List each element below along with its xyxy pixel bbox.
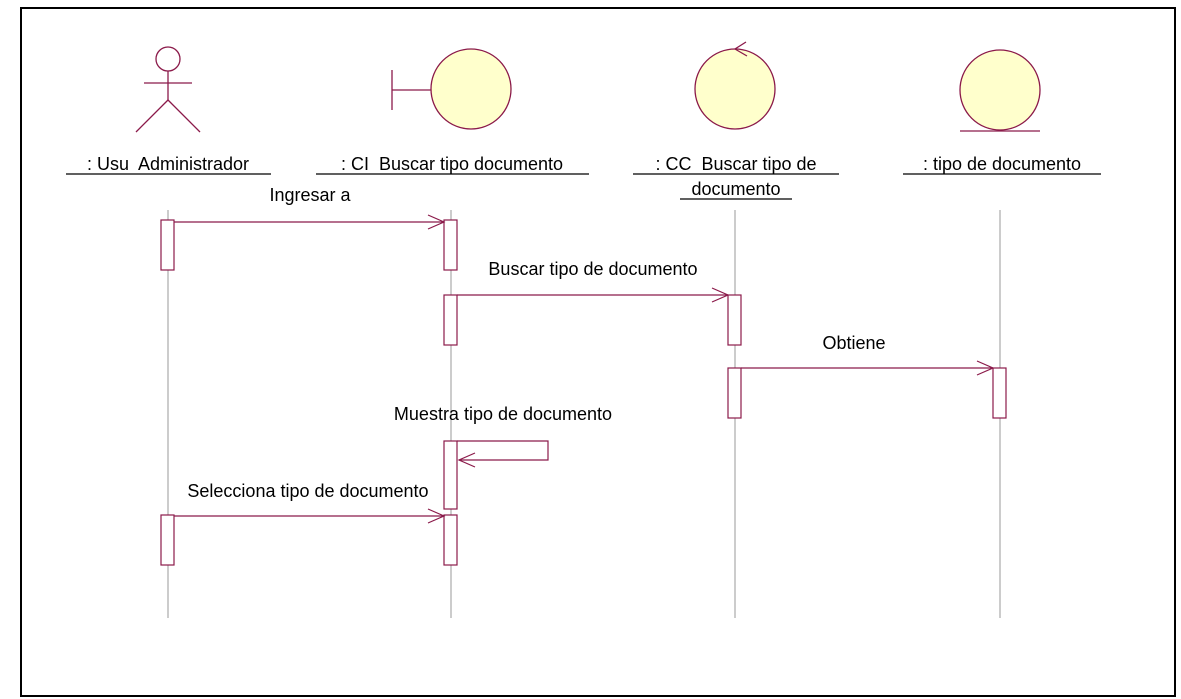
control-icon [694, 41, 776, 130]
activation-admin-1 [160, 219, 175, 271]
activation-boundary-4 [443, 514, 458, 566]
participant-label-entity: : tipo de documento [903, 154, 1101, 175]
boundary-icon [391, 48, 512, 130]
participant-label-admin: : Usu Administrador [66, 154, 271, 175]
diagram-frame [20, 7, 1176, 697]
participant-control-text-line2: documento [691, 179, 780, 199]
actor-icon [135, 46, 201, 133]
activation-boundary-2 [443, 294, 458, 346]
message-ingresar-label: Ingresar a [269, 185, 351, 205]
message-muestra-self: Muestra tipo de documento [394, 404, 612, 468]
message-buscar: Buscar tipo de documento [457, 259, 730, 303]
participant-label-control: : CC Buscar tipo de documento [633, 154, 839, 200]
message-obtiene-label: Obtiene [822, 333, 885, 353]
activation-entity-1 [992, 367, 1007, 419]
activation-control-1 [727, 294, 742, 346]
message-muestra-label: Muestra tipo de documento [394, 404, 612, 424]
activation-boundary-3 [443, 440, 458, 510]
participant-admin-text: : Usu Administrador [87, 154, 249, 174]
participant-label-boundary: : CI Buscar tipo documento [316, 154, 589, 175]
message-obtiene: Obtiene [741, 333, 995, 376]
participant-entity-text: : tipo de documento [923, 154, 1081, 174]
activation-control-2 [727, 367, 742, 419]
message-selecciona: Selecciona tipo de documento [174, 481, 446, 524]
entity-icon [959, 49, 1041, 132]
message-ingresar: Ingresar a [174, 185, 446, 230]
participant-control-text-line1: : CC Buscar tipo de [655, 154, 816, 174]
message-selecciona-label: Selecciona tipo de documento [187, 481, 428, 501]
activation-boundary-1 [443, 219, 458, 271]
message-buscar-label: Buscar tipo de documento [488, 259, 697, 279]
participant-boundary-text: : CI Buscar tipo documento [341, 154, 563, 174]
activation-admin-2 [160, 514, 175, 566]
